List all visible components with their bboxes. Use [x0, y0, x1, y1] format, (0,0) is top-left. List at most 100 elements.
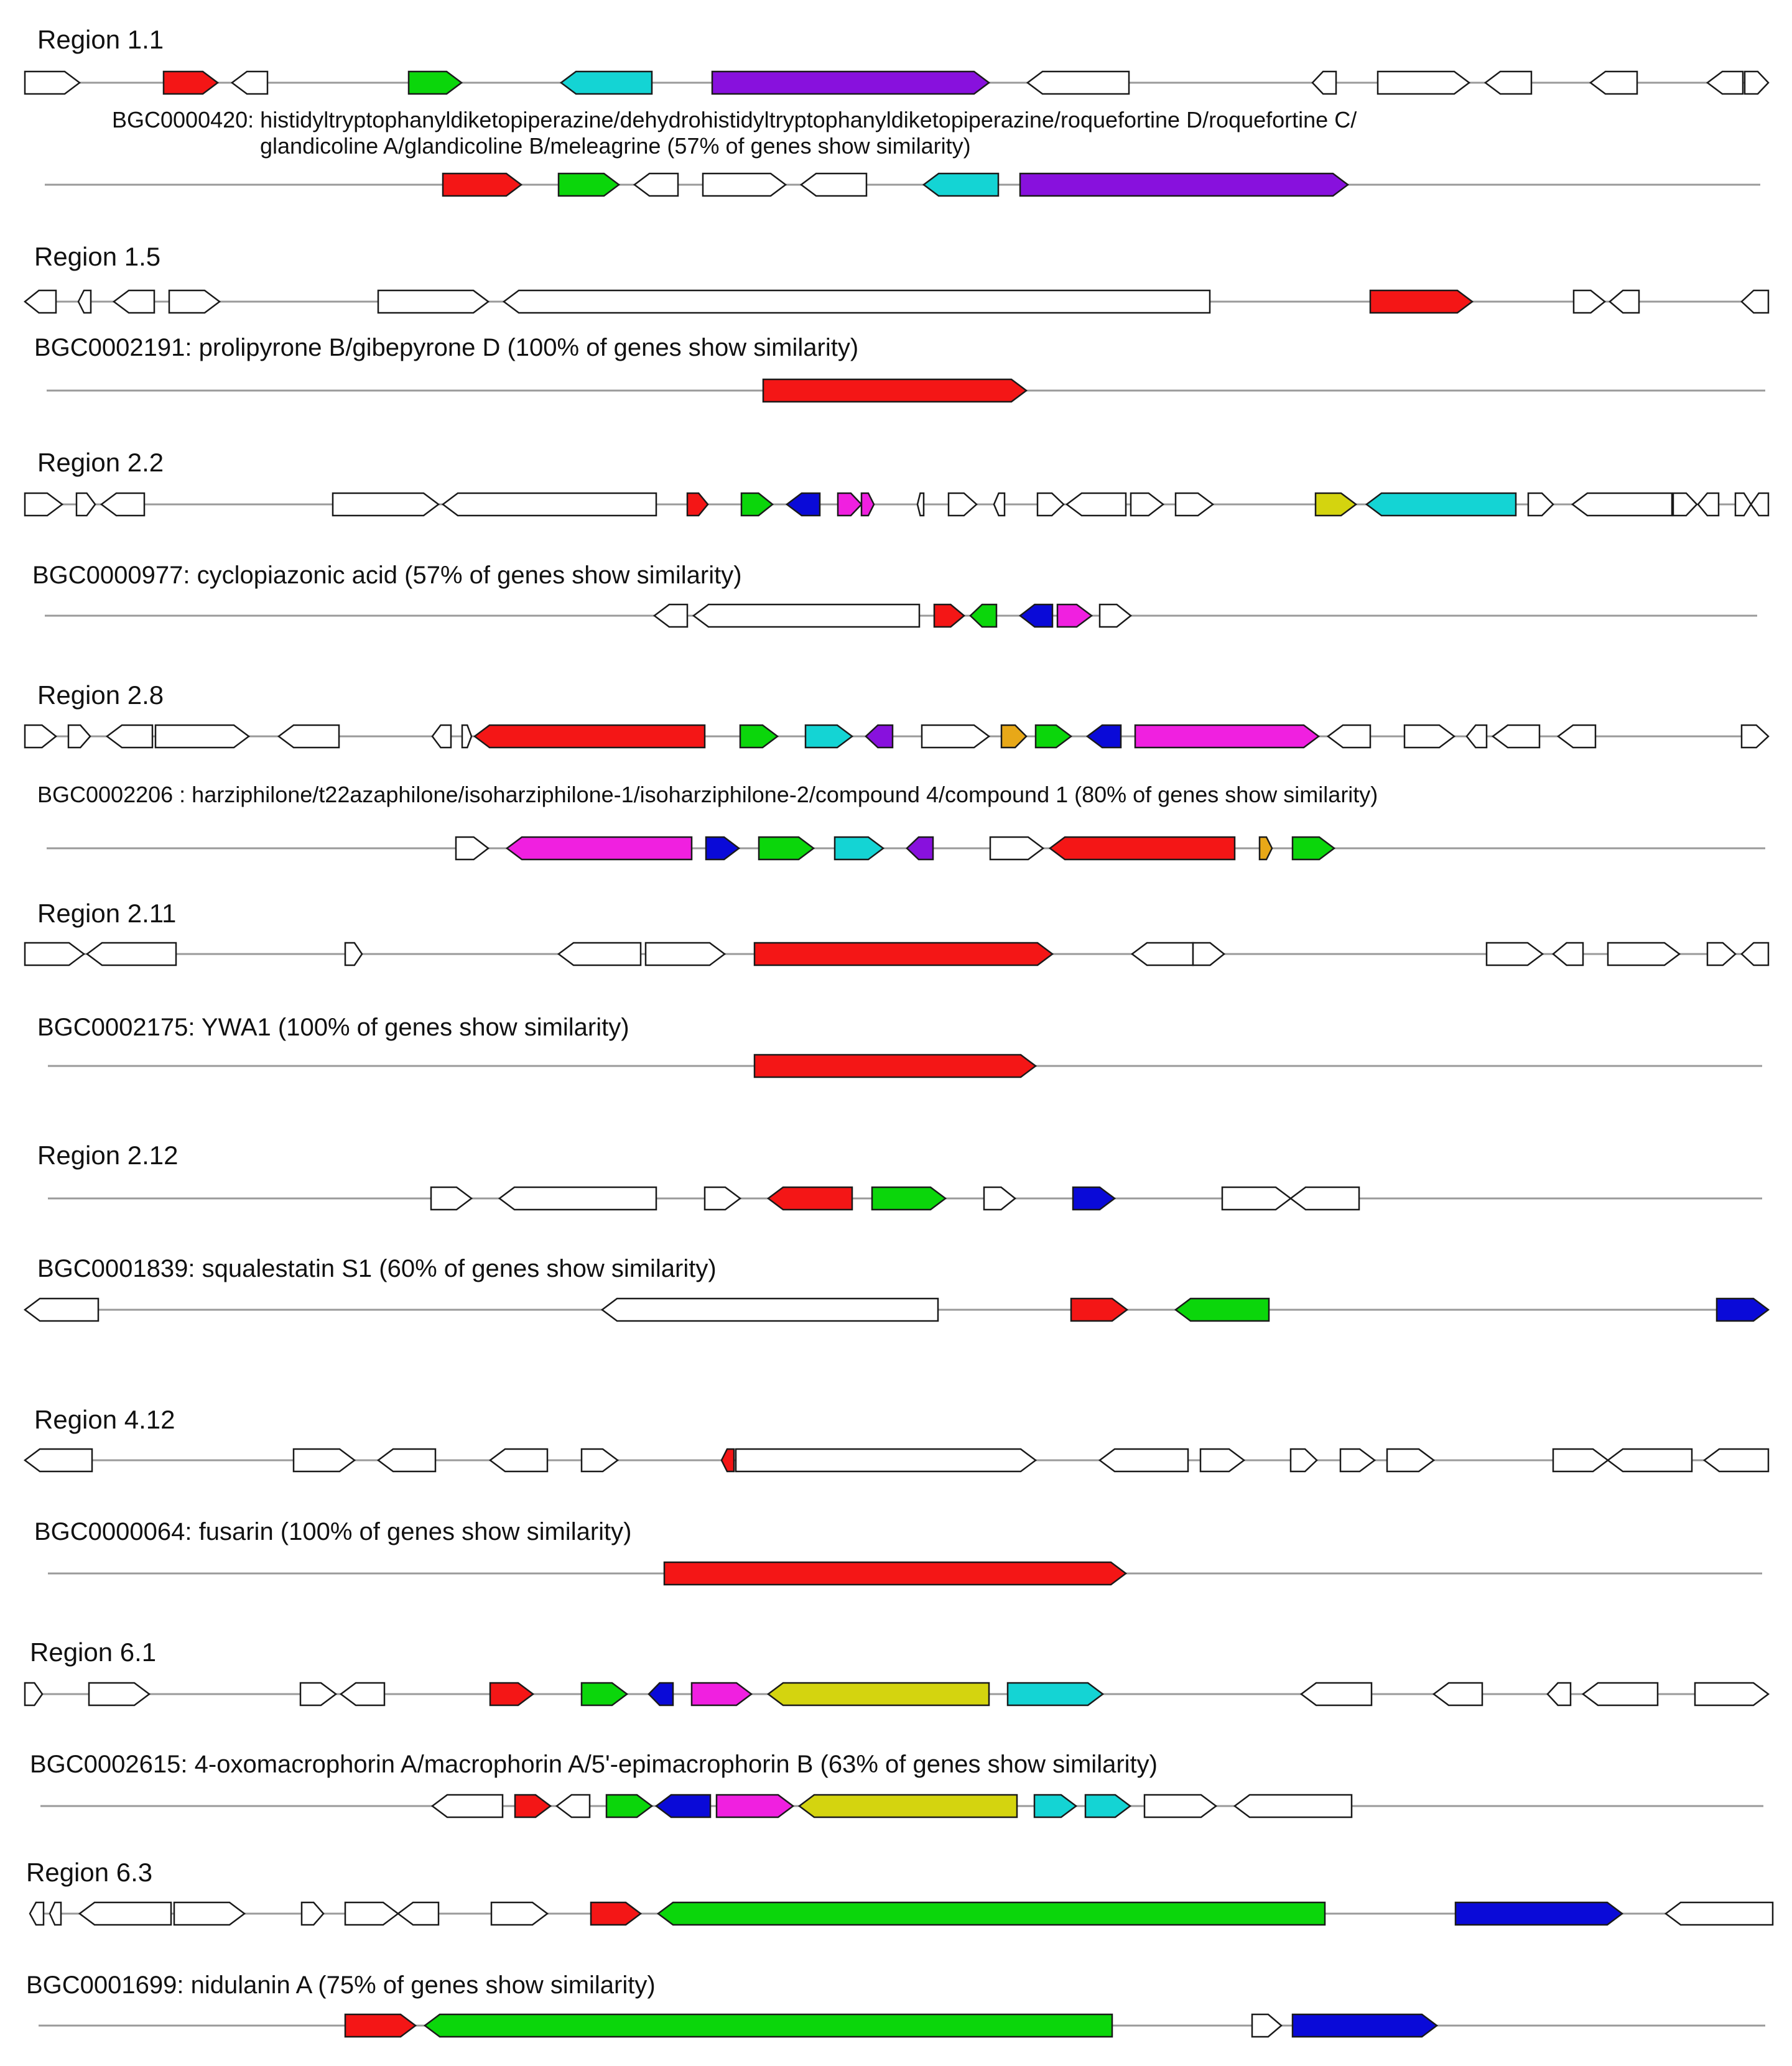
gene-arrow-none [993, 492, 1006, 517]
gene-arrow-none [1664, 1901, 1774, 1926]
region-label: Region 2.8 [37, 680, 164, 710]
gene-arrow-yellow [766, 1682, 990, 1707]
gene-arrow-none [1606, 1448, 1693, 1473]
gene-arrow-none [989, 836, 1045, 861]
gene-arrow-none [168, 289, 221, 314]
region-label: Region 1.5 [34, 242, 160, 271]
gene-arrow-magenta [1056, 603, 1093, 628]
gene-arrow-none [339, 1682, 386, 1707]
gene-arrow-none [1552, 1448, 1610, 1473]
gene-arrow-none [921, 724, 991, 749]
bgc-track: BGC0000420: histidyltryptophanyldiketopi… [45, 107, 1760, 197]
gene-arrow-none [1036, 492, 1065, 517]
gene-arrow-none [154, 724, 251, 749]
gene-arrow-blue [705, 836, 741, 861]
gene-arrow-blue [785, 492, 821, 517]
gene-arrow-none [703, 1186, 742, 1211]
bgc-label: BGC0001839: squalestatin S1 (60% of gene… [37, 1255, 717, 1282]
gene-arrow-none [1556, 724, 1597, 749]
gene-arrow-none [29, 1901, 45, 1926]
region-label: Region 4.12 [34, 1405, 175, 1434]
gene-arrow-none [67, 724, 91, 749]
gene-arrow-none [78, 1901, 172, 1926]
gene-arrow-blue [1085, 724, 1122, 749]
gene-arrow-red [933, 603, 965, 628]
gene-arrow-none [100, 492, 146, 517]
gene-arrow-none [1483, 70, 1533, 95]
gene-arrow-red [344, 2013, 417, 2038]
gene-arrow-none [1546, 1682, 1572, 1707]
region-track: Region 4.12 [23, 1405, 1770, 1473]
gene-arrow-none [1609, 289, 1640, 314]
gene-arrow-none [77, 289, 92, 314]
region-label: Region 2.11 [37, 899, 176, 928]
gene-arrow-none [1192, 942, 1226, 966]
gene-arrow-none [24, 942, 86, 966]
gene-arrow-cyan [1084, 1794, 1132, 1818]
gene-arrow-yellow [797, 1794, 1018, 1818]
gene-arrow-none [488, 1448, 549, 1473]
gene-arrow-none [1432, 1682, 1483, 1707]
gene-arrow-none [112, 289, 156, 314]
gene-arrow-none [75, 492, 96, 517]
gene-arrow-cyan [1365, 492, 1517, 517]
gene-arrow-none [1130, 492, 1165, 517]
gene-arrow-magenta [1134, 724, 1321, 749]
gene-arrow-none [1485, 942, 1544, 966]
gene-arrow-none [23, 1448, 93, 1473]
gene-arrow-none [344, 1901, 400, 1926]
bgc-label: glandicoline A/glandicoline B/meleagrine… [260, 133, 971, 159]
gene-arrow-none [300, 1901, 325, 1926]
gene-arrow-none [1130, 942, 1194, 966]
gene-arrow-blue [1291, 2013, 1439, 2038]
gene-arrow-none [24, 70, 81, 95]
gene-arrow-none [983, 1186, 1017, 1211]
gene-arrow-red [762, 378, 1028, 403]
gene-arrow-none [1552, 942, 1584, 966]
gene-arrow-none [735, 1448, 1038, 1473]
gene-arrow-none [1326, 724, 1372, 749]
gene-arrow-magenta [690, 1682, 753, 1707]
gene-arrow-red [720, 1448, 735, 1473]
gene-arrow-none [1403, 724, 1456, 749]
gene-arrow-red [663, 1561, 1128, 1586]
gene-arrow-none [1339, 1448, 1376, 1473]
gene-arrow-none [652, 603, 689, 628]
gene-arrow-none [1233, 1794, 1353, 1818]
gene-arrow-cyan [1006, 1682, 1105, 1707]
region-label: Region 1.1 [37, 25, 164, 54]
gene-arrow-blue [1454, 1901, 1624, 1926]
gene-arrow-none [431, 724, 452, 749]
gene-arrow-none [1607, 942, 1681, 966]
gene-arrow-none [1734, 492, 1752, 517]
region-label: Region 6.3 [26, 1858, 152, 1887]
gene-arrow-none [1491, 724, 1541, 749]
gene-arrow-red [473, 724, 706, 749]
gene-arrow-none [292, 1448, 356, 1473]
gene-arrow-none [1251, 2013, 1283, 2038]
gene-arrow-green [1034, 724, 1073, 749]
gene-arrow-none [1571, 492, 1673, 517]
bgc-track: BGC0002191: prolipyrone B/gibepyrone D (… [34, 334, 1765, 403]
gene-arrow-none [23, 1297, 100, 1322]
gene-arrow-red [753, 942, 1054, 966]
gene-arrow-none [1221, 1186, 1293, 1211]
region-track: Region 2.8 [24, 680, 1770, 749]
gene-arrow-green [1174, 1297, 1270, 1322]
gene-arrow-none [1199, 1448, 1246, 1473]
gene-arrow-none [1289, 1186, 1360, 1211]
gene-arrow-none [24, 724, 58, 749]
region-track: Region 6.3 [26, 1858, 1774, 1926]
gene-arrow-red [590, 1901, 643, 1926]
gene-arrow-none [1740, 724, 1770, 749]
bgc-label: BGC0000420: histidyltryptophanyldiketopi… [112, 107, 1357, 132]
gene-arrow-none [490, 1901, 549, 1926]
gene-arrow-none [88, 1682, 151, 1707]
bgc-label: BGC0000064: fusarin (100% of genes show … [34, 1518, 631, 1545]
gene-arrow-none [299, 1682, 338, 1707]
gene-arrow-cyan [833, 836, 885, 861]
gene-arrow-green [739, 724, 779, 749]
gene-arrow-orange [1258, 836, 1273, 861]
gene-arrow-none [644, 942, 727, 966]
gene-arrow-purple [1019, 172, 1350, 197]
